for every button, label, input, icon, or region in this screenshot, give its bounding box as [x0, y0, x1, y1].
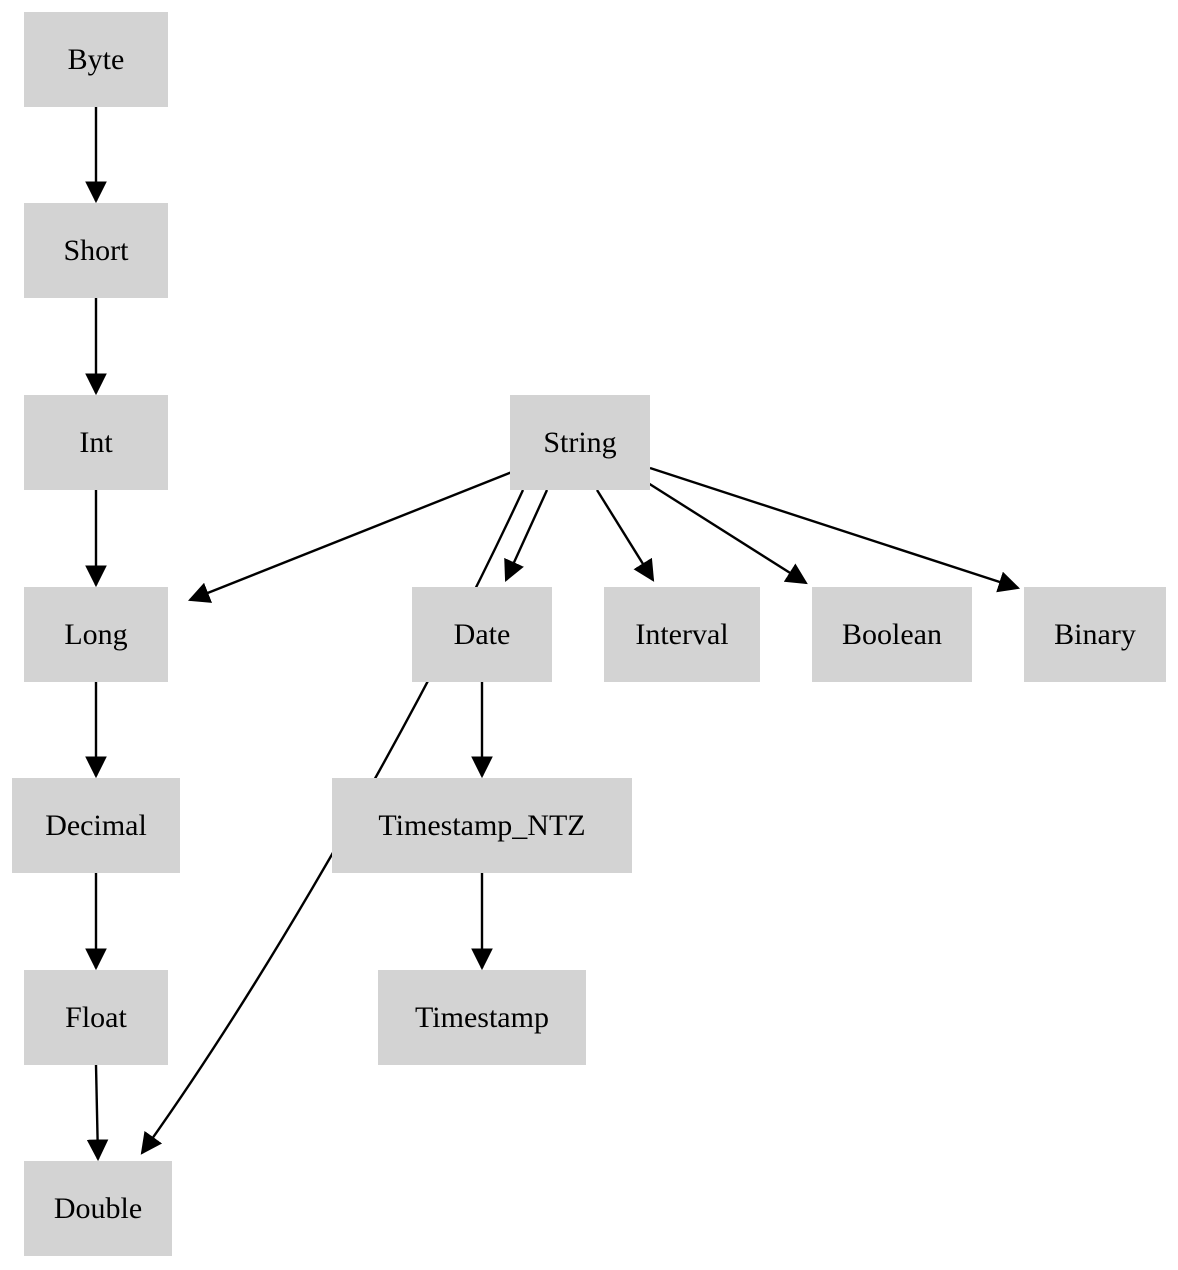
node-decimal: Decimal [12, 778, 180, 873]
node-double: Double [24, 1161, 172, 1256]
edge-string-boolean [647, 481, 808, 585]
node-string: String [510, 395, 650, 490]
node-byte: Byte [24, 12, 168, 107]
node-boolean: Boolean [812, 587, 972, 682]
node-date: Date [412, 587, 552, 682]
node-interval: Interval [604, 587, 760, 682]
edge-string-binary [649, 466, 1021, 593]
node-timestamp_ntz: Timestamp_NTZ [332, 778, 632, 873]
node-int: Int [24, 395, 168, 490]
edge-string-interval [595, 489, 655, 582]
edge-string-long [187, 470, 513, 603]
node-short: Short [24, 203, 168, 298]
node-timestamp: Timestamp [378, 970, 586, 1065]
edge-string-date [504, 489, 549, 582]
node-binary: Binary [1024, 587, 1166, 682]
node-long: Long [24, 587, 168, 682]
edge-float-double [86, 1064, 109, 1162]
node-float: Float [24, 970, 168, 1065]
